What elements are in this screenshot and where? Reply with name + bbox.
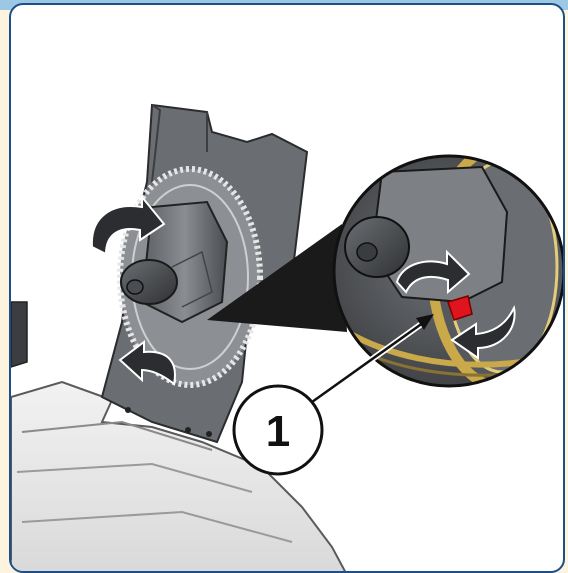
bodywork-shell [11, 301, 346, 571]
illustration-panel: 1 [9, 3, 565, 573]
rotate-arrow-icon [395, 249, 471, 295]
callout-label: 1 [266, 407, 290, 456]
rotate-arrow-icon [90, 194, 166, 256]
callout-leader [310, 314, 434, 405]
rotate-arrow-icon [118, 340, 176, 386]
zoom-detail [332, 154, 563, 388]
zoom-pointer [207, 224, 347, 332]
bulb-cap [120, 200, 229, 324]
technical-illustration: 1 [11, 103, 563, 571]
callout-bubble: 1 [232, 384, 324, 476]
rotate-arrow-icon [450, 304, 516, 360]
retaining-clip [447, 295, 473, 321]
